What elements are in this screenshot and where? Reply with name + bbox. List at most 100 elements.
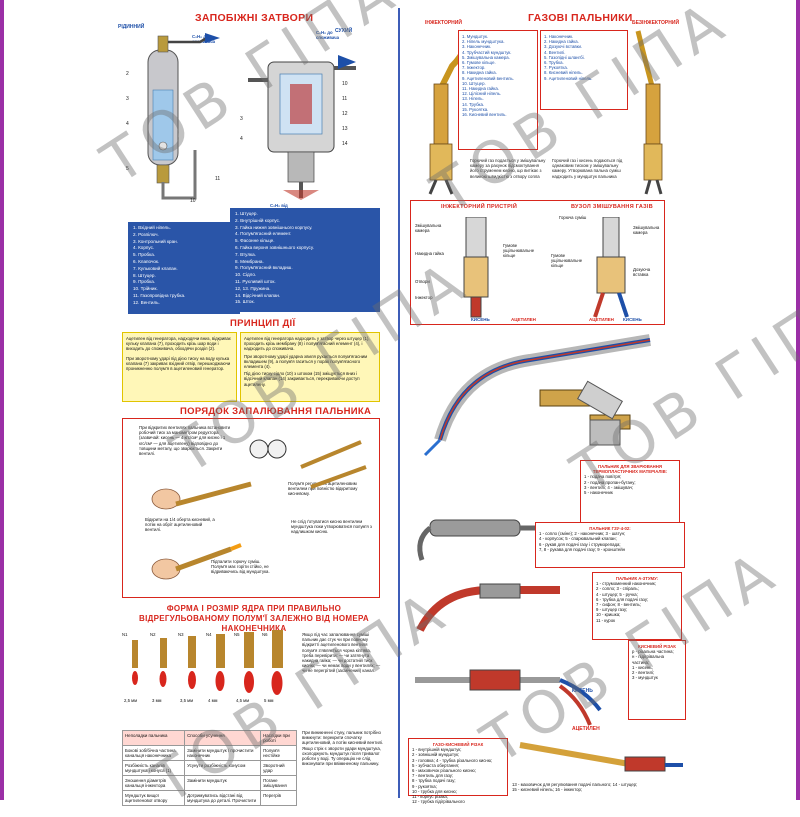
flame-n6 xyxy=(271,630,283,695)
flame-number: N2 xyxy=(150,632,156,637)
part-item: 2. Накидна гайка. xyxy=(544,39,579,45)
svg-text:10: 10 xyxy=(190,198,196,204)
troubleshoot-table-wrap: Неполадки пальника Способи усунення Насл… xyxy=(121,730,297,806)
a3tumu-title: ПАЛЬНИК А-3ТУМУ: xyxy=(615,576,659,581)
app-item: 3 - мундштук xyxy=(632,675,658,681)
flame-number: N5 xyxy=(234,632,240,637)
part-item: 13. Ніпель. xyxy=(462,96,484,102)
table-row: Мундштук вищої ацетиленової отвору Дотри… xyxy=(121,790,297,806)
part-item: 7. Рукоятка. xyxy=(544,65,568,71)
legend-item: 12. Вентиль. xyxy=(133,299,160,305)
flame-number: N3 xyxy=(178,632,184,637)
flame-note: Якщо під час запалювання суміші пальник … xyxy=(302,632,381,674)
legend-item: 8. Мембрана. xyxy=(235,258,264,264)
part-item: 12. Цілісний ніпель. xyxy=(462,91,502,97)
principle-text: Ацетилен від генератора, надходячи вниз,… xyxy=(126,336,232,352)
legend-item: 3. Контрольний кран. xyxy=(133,238,178,244)
liquid-valve-legend: 1. Вхідний ніпель. 2. Розпілюч. 3. Контр… xyxy=(128,222,240,314)
gzu-torch-box: ПАЛЬНИК ГЗУ-4-02: 1 - сопло (сміне); 2 -… xyxy=(535,522,685,568)
part-item: 4. Трубчастий мундштук. xyxy=(462,49,512,55)
part-item: 3. Дозуючі вставки. xyxy=(544,44,583,50)
svg-text:3: 3 xyxy=(240,116,243,122)
table-cell: Полум'я нестійке xyxy=(260,745,297,761)
footnote-item: 15 - кисневий ніпель; 16 - інжектор; xyxy=(512,787,583,793)
label-rubber-ring: Гумове ущільнювальне кільце xyxy=(503,243,535,259)
legend-item: 6. Клапочок. xyxy=(133,258,160,264)
principle-text: При зворотному ударі ударна хвиля рухаєт… xyxy=(244,353,368,370)
part-item: 5. Газопідні шлангбі. xyxy=(544,54,585,60)
label-dry-valve: СУХИЙ xyxy=(335,28,353,34)
ignition-step-1: При відкритих вентилях пальника встанови… xyxy=(139,425,231,457)
app-item: 5 - наконечник xyxy=(584,490,613,496)
app-item: 7 - сифон; 8 - вентиль; xyxy=(596,602,641,608)
label-oxygen-2: КИСЕНЬ xyxy=(623,317,642,322)
part-item: 5. Змішувальна камера. xyxy=(462,54,510,60)
ignition-illustrations xyxy=(249,439,367,489)
legend-item: 7. Кульковий клапан. xyxy=(133,265,178,271)
title-flame-shape: ФОРМА І РОЗМІР ЯДРА ПРИ ПРАВИЛЬНО ВІДРЕГ… xyxy=(139,604,369,633)
poster-frame xyxy=(0,0,800,800)
flame-n5 xyxy=(244,632,254,693)
table-row: Бокові зоб/бічна частина канальця наконе… xyxy=(121,745,297,761)
label-oxygen-1: КИСЕНЬ xyxy=(471,317,490,322)
flame-core-length: 2,5 мм xyxy=(124,698,138,703)
part-item: 10. Штуцер. xyxy=(462,80,486,86)
label-fuel-mix: Горюча суміш xyxy=(559,215,587,220)
principle-text: Під дією тиску сідло (10) з штоком (15) … xyxy=(244,371,360,387)
legend-item: 2. Внутрішній корпус. xyxy=(235,217,281,223)
table-cell: Зворотний удар xyxy=(260,760,297,776)
table-cell: Зношення діаметрів канальця інжектора xyxy=(121,775,186,791)
app-item: 3 - вентилі; 4 - змішувач; xyxy=(584,484,634,490)
flame-number: N6 xyxy=(262,632,268,637)
title-mixing-unit: ВУЗОЛ ЗМІШУВАННЯ ГАЗІВ xyxy=(571,204,653,210)
flame-core-length: 4 мм xyxy=(208,698,218,703)
app-item: 2 - зовнішній мундштук; xyxy=(412,752,460,758)
table-cell: Усунути розбіжність конусом xyxy=(184,760,262,776)
dry-valve-illustration: 10 11 12 13 14 3 4 xyxy=(240,55,356,200)
legend-item: 1. Штуцер. xyxy=(235,211,258,216)
table-cell: Замінити мундштук / прочистити наконечни… xyxy=(184,745,262,761)
footnote-item: 13 - маховичок для регулювання подачі па… xyxy=(512,782,638,787)
label-liquid-valve: РІДИННИЙ xyxy=(118,24,145,30)
part-item: 9. Ацетиленовий ніпель. xyxy=(544,75,593,81)
flame-core-length: 3 мм xyxy=(152,698,162,703)
label-acetylene-2: АЦЕТИЛЕН xyxy=(589,317,614,322)
part-item: 8. Кисневий ніпель. xyxy=(544,70,583,76)
part-item: 3. Наконечник. xyxy=(462,44,492,50)
app-item: 6 - рукав для подачі газу і струморепада… xyxy=(539,541,621,547)
label-injector-torch: ІНЖЕКТОРНИЙ xyxy=(425,20,462,26)
app-item: 11 - корпус різака; xyxy=(412,794,449,800)
principle-liquid-box: Ацетилен від генератора, надходячи вниз,… xyxy=(122,332,237,402)
legend-item: 10. Сідло. xyxy=(235,272,257,278)
label-nozzle-nut: Накидна гайка xyxy=(415,251,444,256)
thermoplastic-torch-box: ПАЛЬНИК ДЛЯ ЗВАРЮВАННЯ ТЕРМОПЛАСТИЧНИХ М… xyxy=(580,460,680,530)
principle-text: Ацетилен від генератора надходить у затв… xyxy=(244,336,370,352)
title-safety-valves: ЗАПОБІЖНІ ЗАТВОРИ xyxy=(195,12,314,24)
table-row: Зношення діаметрів канальця інжектора За… xyxy=(121,775,297,791)
liquid-valve-illustration: 2 3 4 5 10 11 xyxy=(126,33,220,204)
gas-cutter-title: ГАЗО-КИСНЕВИЙ РІЗАК xyxy=(432,742,484,747)
legend-item: 3. Гайка нижня зовнішнього корпусу. xyxy=(235,224,313,230)
flame-core-length: 5 мм xyxy=(264,698,274,703)
thermoplastic-title: ПАЛЬНИК ДЛЯ ЗВАРЮВАННЯ ТЕРМОПЛАСТИЧНИХ М… xyxy=(592,464,668,475)
ignition-step-4: Підпалити горючу суміш. Полум'я має горі… xyxy=(211,559,270,575)
part-item: 2. Ніпель мундштука. xyxy=(462,39,505,45)
app-item: 1 - внутрішній мундштук; xyxy=(412,747,462,753)
app-item: 11 - курок xyxy=(596,617,615,623)
svg-text:4: 4 xyxy=(240,136,243,142)
part-item: 8. Накидна гайка. xyxy=(462,70,497,76)
app-item: 4 - корпусок; 5 - спарювальний клапан; xyxy=(539,536,617,542)
app-item: 9 - штуцер газу; xyxy=(596,607,628,613)
label-noninjector-torch: БЕЗІНЖЕКТОРНИЙ xyxy=(632,20,680,26)
app-item: 1 - сопло (сміне); 2 - наконечник; 3 - ш… xyxy=(539,531,626,537)
app-item: 5 - зубчаста обертання; xyxy=(412,762,459,768)
legend-item: 12, 13. Пружина. xyxy=(235,285,271,291)
svg-text:11: 11 xyxy=(342,96,347,102)
principle-dry-box: Ацетилен від генератора надходить у затв… xyxy=(240,332,380,402)
part-item: 7. Інжектор. xyxy=(462,65,486,71)
nozzle-detail-illustration xyxy=(576,380,624,446)
flame-n1 xyxy=(132,640,138,685)
oxygen-cutter-box: КИСНЕВИЙ РІЗАК р - різальна частина; н -… xyxy=(628,640,686,720)
a3tumu-torch-box: ПАЛЬНИК А-3ТУМУ: 1 - струмоменний наконе… xyxy=(592,572,682,640)
